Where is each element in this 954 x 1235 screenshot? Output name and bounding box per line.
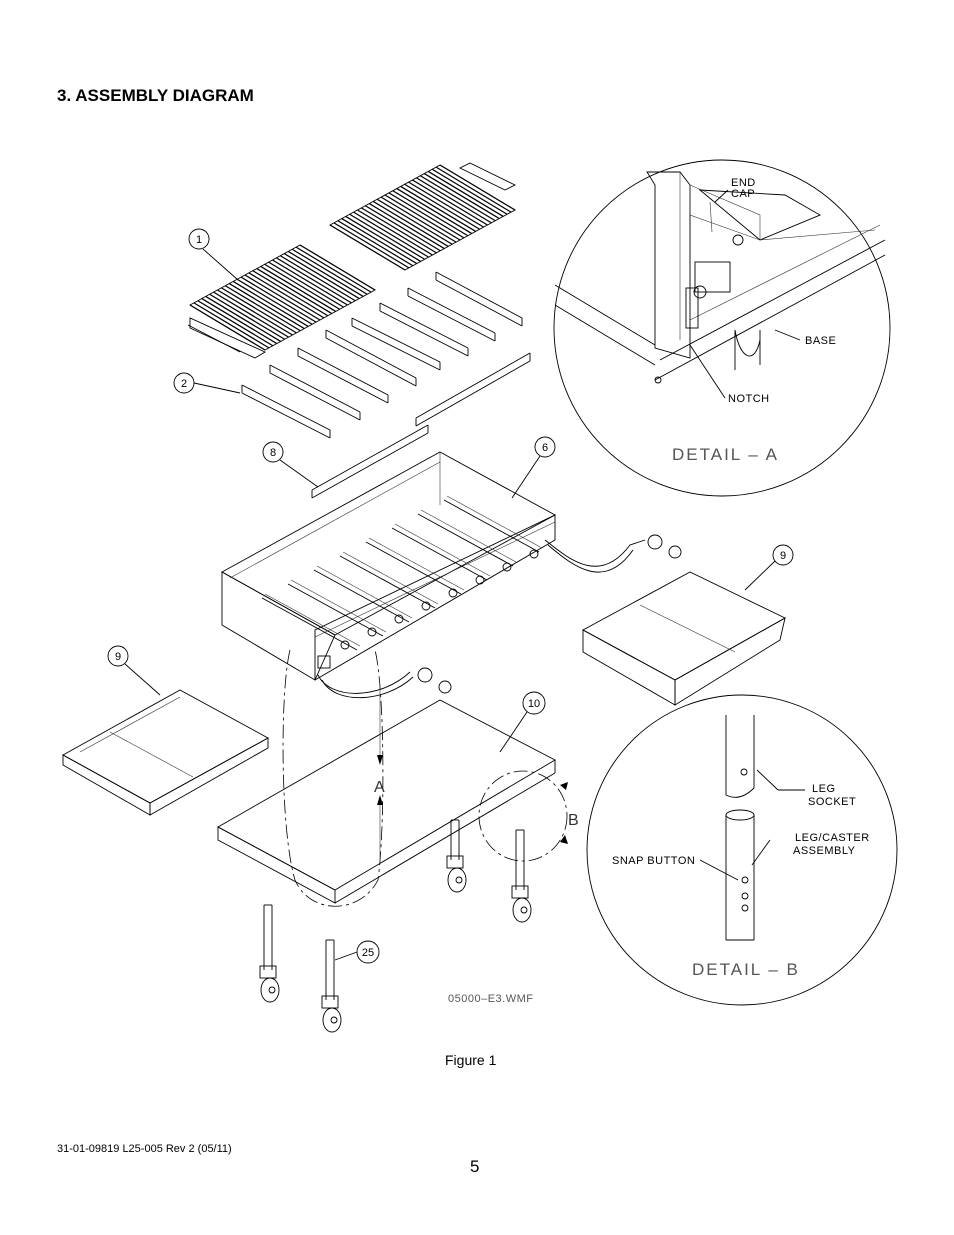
svg-text:25: 25: [362, 947, 374, 959]
drip-drawer-left: [62, 689, 269, 816]
callout-1: 1: [188, 228, 239, 281]
callout-9-right: 9: [744, 544, 794, 591]
broiler-body: [221, 451, 682, 699]
detail-a-title: DETAIL – A: [672, 445, 779, 464]
svg-text:9: 9: [780, 550, 786, 562]
callout-10: 10: [499, 691, 546, 753]
base-shelf: [217, 699, 556, 904]
svg-text:1: 1: [196, 234, 202, 246]
document-id: 31-01-09819 L25-005 Rev 2 (05/11): [57, 1143, 232, 1155]
figure-caption: Figure 1: [445, 1052, 497, 1068]
grate-right: [329, 162, 517, 271]
svg-text:2: 2: [181, 378, 187, 390]
snap-button-label: SNAP BUTTON: [612, 855, 695, 867]
grate-left: [187, 244, 376, 359]
svg-text:6: 6: [542, 442, 548, 454]
callout-6: 6: [511, 436, 556, 499]
callout-9-left: 9: [107, 645, 161, 696]
leg-casters: [259, 819, 532, 1033]
notch-label: NOTCH: [728, 393, 770, 405]
callout-25: 25: [334, 940, 380, 964]
callout-8: 8: [262, 441, 319, 488]
section-heading: 3. ASSEMBLY DIAGRAM: [57, 86, 254, 105]
svg-text:9: 9: [115, 651, 121, 663]
radiant-bars: [241, 271, 531, 499]
view-letter-a: A: [374, 779, 387, 796]
page-number: 5: [470, 1157, 480, 1176]
view-letter-b: B: [568, 812, 581, 829]
drip-drawer-right: [582, 571, 786, 706]
base-label: BASE: [805, 335, 836, 347]
drawing-file-id: 05000–E3.WMF: [448, 993, 533, 1005]
detail-b-title: DETAIL – B: [692, 960, 800, 979]
svg-text:10: 10: [528, 698, 540, 710]
svg-text:8: 8: [270, 447, 276, 459]
callout-2: 2: [173, 372, 241, 394]
